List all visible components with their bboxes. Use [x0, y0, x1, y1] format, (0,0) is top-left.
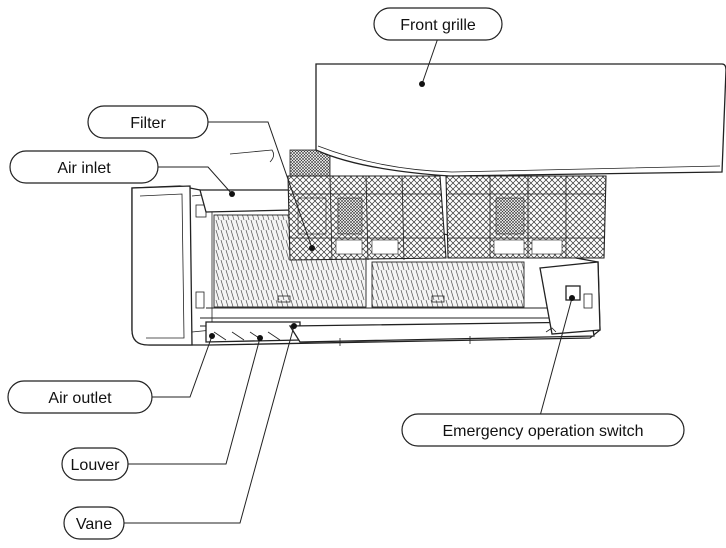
label-louver-text: Louver: [71, 457, 121, 474]
label-air-outlet: Air outlet: [7, 380, 153, 414]
label-filter-text: Filter: [130, 115, 166, 132]
unit-body: [131, 185, 601, 346]
label-emergency-switch: Emergency operation switch: [401, 413, 685, 447]
label-louver: Louver: [61, 447, 129, 481]
heat-exchanger-right: [371, 261, 525, 308]
label-front-grille-text: Front grille: [400, 17, 476, 34]
vane-body: [288, 321, 595, 343]
callout-lines: [124, 37, 575, 524]
left-clip: [195, 291, 205, 309]
label-air-outlet-text: Air outlet: [48, 390, 112, 407]
label-emergency-switch-text: Emergency operation switch: [443, 423, 644, 440]
filter-panels: [199, 149, 607, 261]
front-grille: [229, 63, 726, 177]
label-front-grille: Front grille: [373, 7, 503, 41]
filter-right: [445, 175, 607, 259]
label-air-inlet-text: Air inlet: [57, 160, 111, 177]
label-filter: Filter: [87, 105, 209, 139]
label-air-inlet: Air inlet: [9, 150, 159, 184]
label-vane-text: Vane: [76, 516, 112, 533]
label-vane: Vane: [63, 506, 125, 540]
